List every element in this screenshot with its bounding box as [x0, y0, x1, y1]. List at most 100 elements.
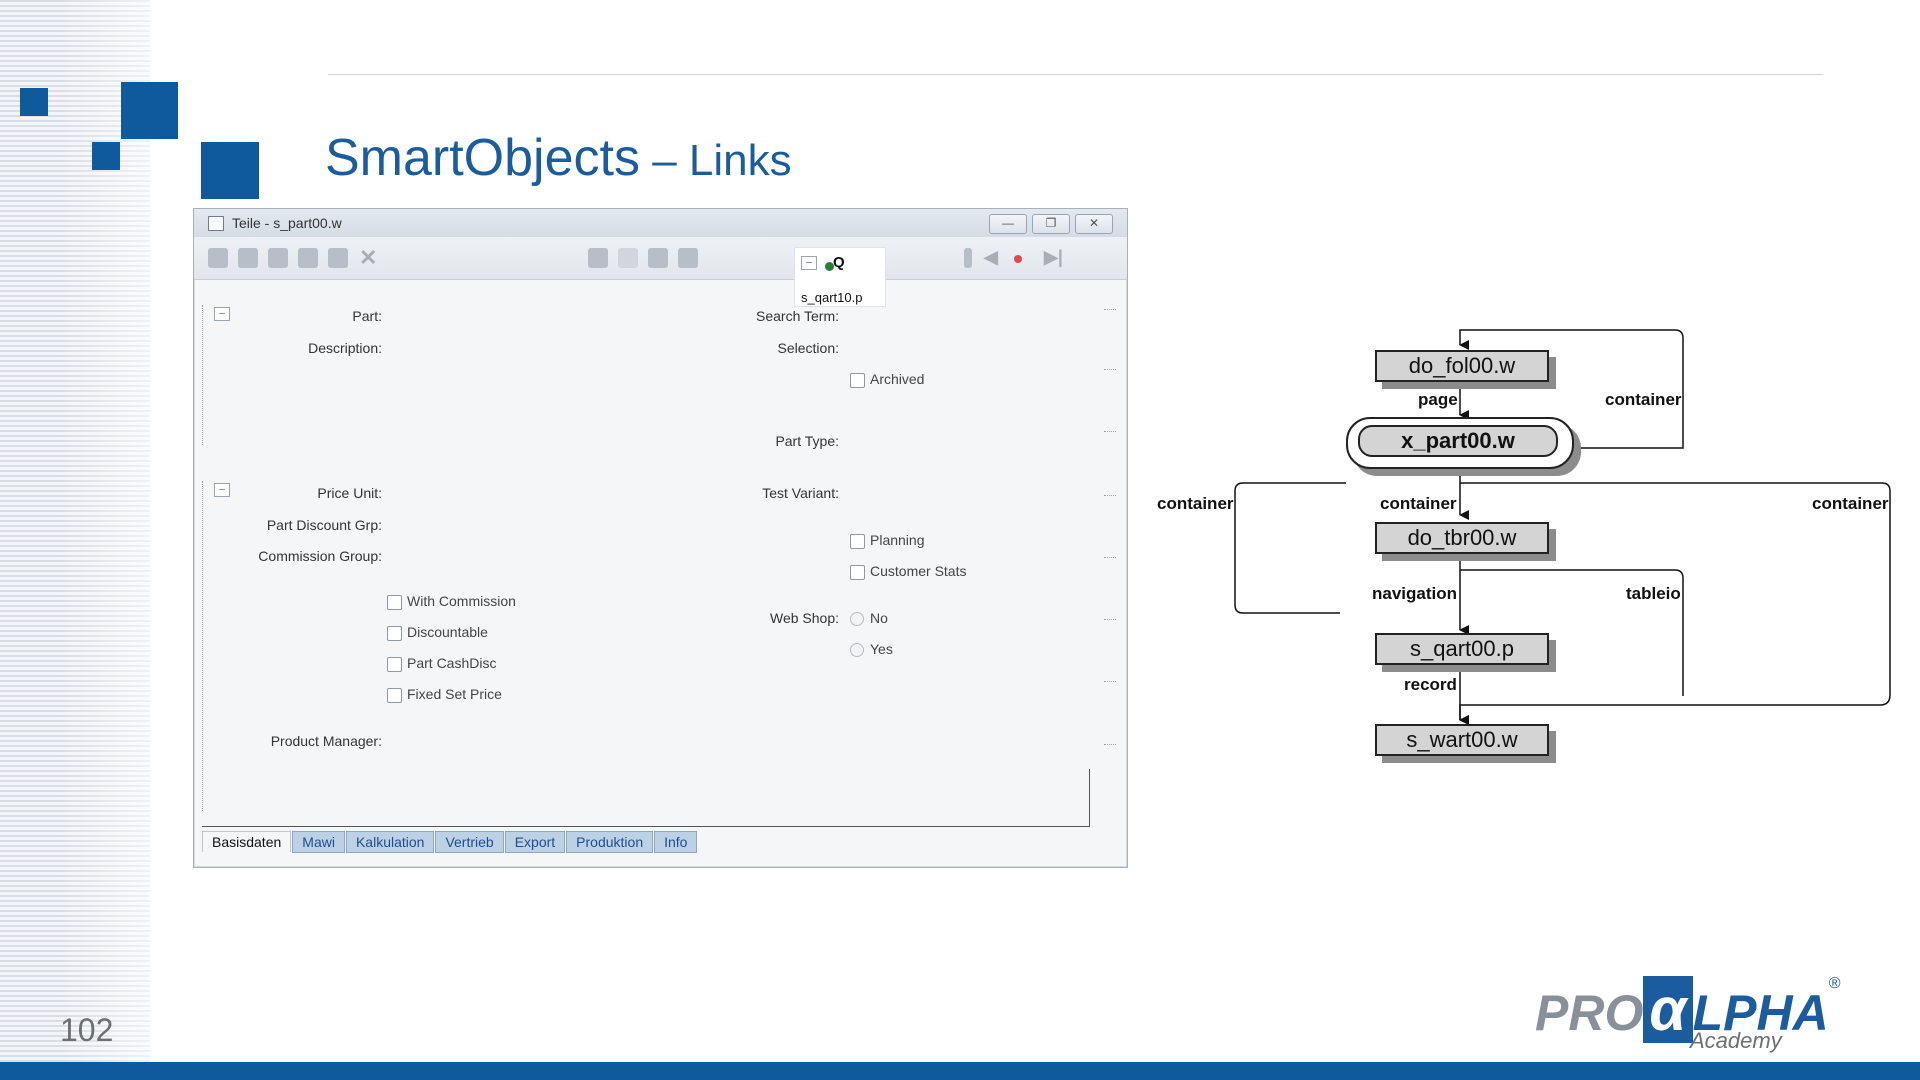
- dotted-marker: [1104, 369, 1116, 371]
- tab-info[interactable]: Info: [654, 831, 698, 853]
- edge-label-page: page: [1418, 390, 1458, 409]
- save-icon[interactable]: [268, 248, 288, 268]
- popup-collapse-icon[interactable]: –: [801, 256, 817, 270]
- tab-mawi[interactable]: Mawi: [292, 831, 345, 853]
- section-border: [202, 305, 205, 445]
- popup-label: s_qart10.p: [801, 290, 863, 305]
- nav-prev-icon[interactable]: ◀: [984, 247, 998, 267]
- web-shop-label: Web Shop:: [769, 610, 839, 626]
- edge-label-container-mid: container: [1380, 494, 1457, 513]
- part-cashdisc-checkbox[interactable]: [387, 657, 402, 672]
- web-shop-no-radio[interactable]: [850, 612, 864, 626]
- grid-icon[interactable]: [588, 248, 608, 268]
- edge-container-top: [1459, 329, 1684, 449]
- section-collapse-icon[interactable]: –: [214, 307, 230, 321]
- edge-label-record: record: [1404, 675, 1457, 694]
- search-icon: [825, 262, 834, 271]
- part-discount-grp-label: Part Discount Grp:: [266, 517, 382, 533]
- print-icon[interactable]: [648, 248, 668, 268]
- with-commission-checkbox[interactable]: [387, 595, 402, 610]
- tab-produktion[interactable]: Produktion: [566, 831, 654, 853]
- window-titlebar[interactable]: Teile - s_part00.w — ❐ ✕: [194, 209, 1127, 237]
- tab-basisdaten[interactable]: Basisdaten: [202, 831, 292, 852]
- commission-group-label: Commission Group:: [258, 548, 382, 564]
- edge-label-container-left: container: [1157, 494, 1234, 513]
- decor-square: [121, 82, 178, 139]
- scrollbar-edge: [1089, 769, 1090, 827]
- toolbar: ✕ ◀ ▶|: [194, 237, 1127, 280]
- edge-tableio: [1460, 569, 1684, 696]
- web-shop-no-label: No: [870, 610, 888, 626]
- footer-bar: [0, 1062, 1920, 1080]
- dotted-marker: [1104, 744, 1116, 746]
- dotted-marker: [1104, 309, 1116, 311]
- fixed-set-price-checkbox[interactable]: [387, 688, 402, 703]
- edge-label-tableio: tableio: [1626, 584, 1681, 603]
- selection-label: Selection:: [777, 340, 839, 356]
- dotted-marker: [1104, 431, 1116, 433]
- price-unit-label: Price Unit:: [317, 485, 382, 501]
- smartobject-popup[interactable]: – Q s_qart10.p: [794, 247, 886, 307]
- edge-label-container-right: container: [1812, 494, 1889, 513]
- nav-first-icon[interactable]: [964, 248, 972, 268]
- minimize-icon[interactable]: —: [989, 214, 1027, 234]
- section-border: [202, 481, 205, 811]
- node-do-fol00: do_fol00.w: [1375, 350, 1549, 382]
- close-icon[interactable]: ✕: [1075, 214, 1113, 234]
- academy-label: Academy: [1690, 1028, 1782, 1053]
- slide-title: SmartObjects – Links: [325, 129, 792, 187]
- web-shop-yes-radio[interactable]: [850, 643, 864, 657]
- discountable-checkbox[interactable]: [387, 626, 402, 641]
- new-icon[interactable]: [208, 248, 228, 268]
- cancel-icon[interactable]: ✕: [359, 245, 378, 270]
- dotted-marker: [1104, 619, 1116, 621]
- page-number: 102: [60, 1012, 114, 1048]
- application-window: Teile - s_part00.w — ❐ ✕ ✕ ◀ ▶| – Q s_qa…: [193, 208, 1128, 868]
- archived-label: Archived: [870, 371, 925, 387]
- node-x-part00: x_part00.w: [1358, 425, 1558, 457]
- dotted-marker: [1104, 681, 1116, 683]
- edge-label-navigation: navigation: [1372, 584, 1458, 603]
- part-label: Part:: [352, 308, 382, 324]
- search-term-label: Search Term:: [756, 308, 839, 324]
- edge-label-container-top: container: [1605, 390, 1682, 409]
- nav-last-icon[interactable]: ▶|: [1044, 247, 1063, 267]
- section-collapse-icon[interactable]: –: [214, 483, 230, 497]
- filter-icon[interactable]: [618, 248, 638, 268]
- tab-panel-border: [202, 826, 1090, 827]
- node-s-wart00: s_wart00.w: [1375, 724, 1549, 756]
- decor-square: [92, 142, 120, 170]
- node-s-qart00: s_qart00.p: [1375, 633, 1549, 665]
- planning-label: Planning: [870, 532, 925, 548]
- web-shop-yes-label: Yes: [870, 641, 893, 657]
- customer-stats-label: Customer Stats: [870, 563, 967, 579]
- fixed-set-price-label: Fixed Set Price: [407, 686, 502, 702]
- copy-icon[interactable]: [298, 248, 318, 268]
- tab-bar: Basisdaten Mawi Kalkulation Vertrieb Exp…: [202, 831, 698, 853]
- tab-kalkulation[interactable]: Kalkulation: [345, 831, 435, 853]
- test-variant-label: Test Variant:: [762, 485, 839, 501]
- edge-container-right: [1459, 482, 1891, 725]
- tab-vertrieb[interactable]: Vertrieb: [435, 831, 504, 853]
- planning-checkbox[interactable]: [850, 534, 865, 549]
- header-rule: [328, 74, 1823, 75]
- export-icon[interactable]: [678, 248, 698, 268]
- decor-square: [20, 88, 48, 116]
- open-folder-icon[interactable]: [238, 248, 258, 268]
- window-app-icon: [208, 216, 224, 231]
- node-do-tbr00: do_tbr00.w: [1375, 522, 1549, 554]
- description-label: Description:: [308, 340, 382, 356]
- dotted-marker: [1104, 495, 1116, 497]
- record-indicator-icon: [1014, 255, 1022, 263]
- delete-icon[interactable]: [328, 248, 348, 268]
- stripes-fade: [0, 0, 150, 1080]
- edge-container-left: [1234, 482, 1346, 614]
- dotted-marker: [1104, 557, 1116, 559]
- part-type-label: Part Type:: [775, 433, 839, 449]
- customer-stats-checkbox[interactable]: [850, 565, 865, 580]
- archived-checkbox[interactable]: [850, 373, 865, 388]
- tab-export[interactable]: Export: [504, 831, 566, 853]
- restore-icon[interactable]: ❐: [1032, 214, 1070, 234]
